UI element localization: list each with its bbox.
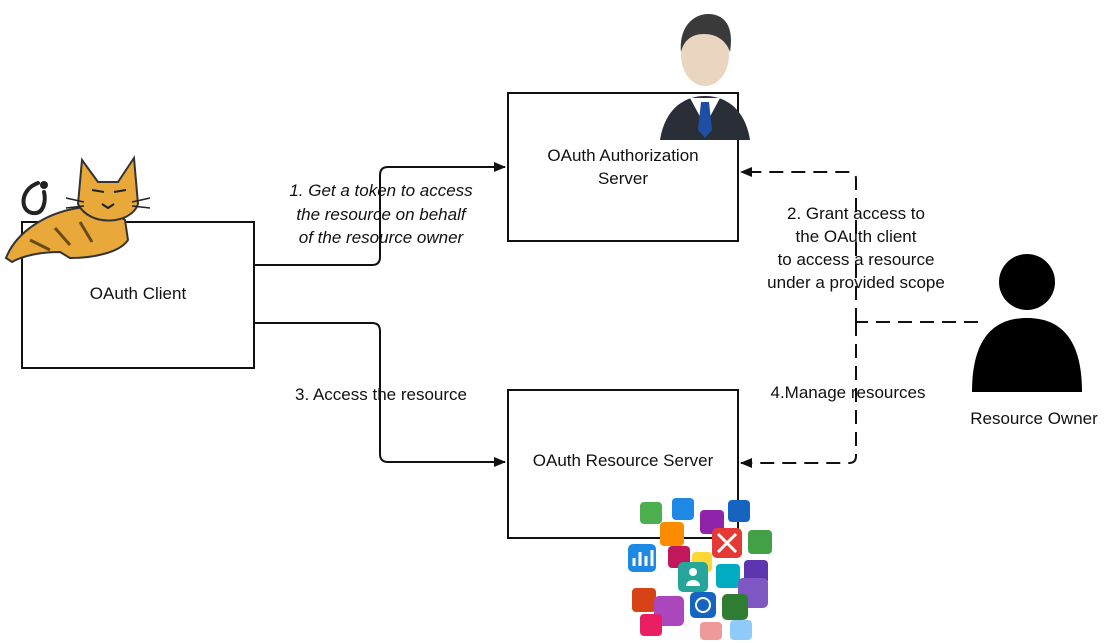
step2-label-line3: to access a resource	[778, 250, 935, 269]
app-icons-cluster	[628, 498, 772, 640]
step3-label: 3. Access the resource	[295, 385, 467, 404]
auth-server-label-line1: OAuth Authorization	[547, 146, 698, 165]
step2-label-line1: 2. Grant access to	[787, 204, 925, 223]
step1-label-line1: 1. Get a token to access	[289, 181, 473, 200]
step2-label-line4: under a provided scope	[767, 273, 945, 292]
oauth-client-label: OAuth Client	[90, 284, 187, 303]
step1-label-line2: the resource on behalf	[296, 205, 467, 224]
step2-label-line2: the OAuth client	[796, 227, 917, 246]
step4-arrow	[740, 322, 857, 468]
step1-arrow	[254, 162, 506, 266]
tomcat-cat-icon	[4, 155, 151, 264]
resource-server-label: OAuth Resource Server	[533, 451, 714, 470]
step1-label-line3: of the resource owner	[299, 228, 465, 247]
step3-arrow	[254, 322, 506, 467]
person-silhouette-icon	[972, 254, 1082, 392]
step4-label: 4.Manage resources	[771, 383, 926, 402]
step2-arrow	[740, 167, 857, 322]
businessman-icon	[660, 14, 750, 140]
resource-owner-label: Resource Owner	[970, 409, 1098, 428]
resource-server-box	[507, 389, 739, 539]
auth-server-label-line2: Server	[598, 169, 648, 188]
